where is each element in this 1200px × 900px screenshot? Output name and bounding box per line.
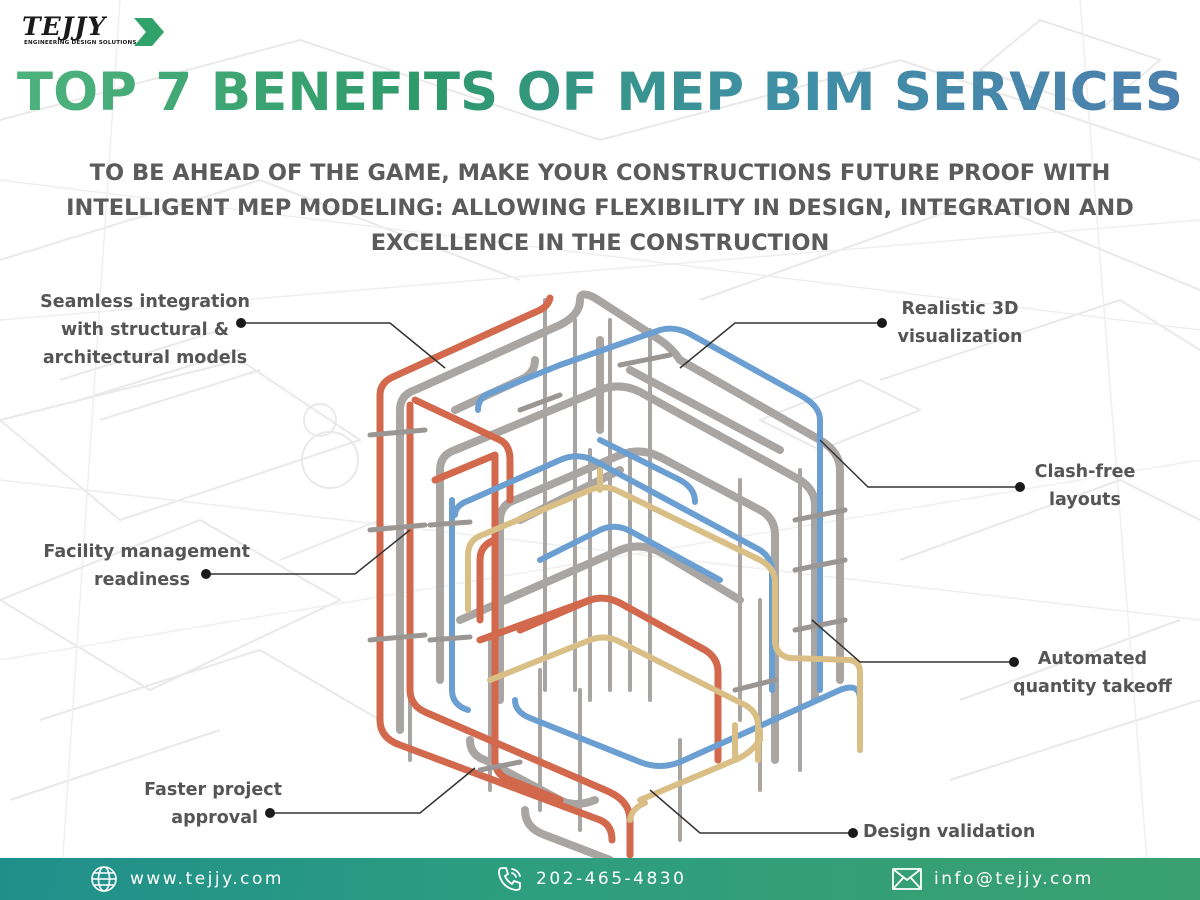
phone-link[interactable]: 202-465-4830 xyxy=(496,858,686,900)
benefit-automated-takeoff: Automated quantity takeoff xyxy=(1005,645,1180,701)
benefit-facility-management: Facility management readiness xyxy=(0,538,250,594)
benefit-text: readiness xyxy=(94,570,190,590)
benefit-text: layouts xyxy=(1049,490,1121,510)
benefit-text: Realistic 3D xyxy=(901,299,1019,319)
logo-arrow-icon xyxy=(134,18,164,46)
website-text: www.tejjy.com xyxy=(130,869,284,889)
brand-tagline: ENGINEERING DESIGN SOLUTIONS xyxy=(24,40,137,46)
email-text: info@tejjy.com xyxy=(934,869,1094,889)
benefit-text: visualization xyxy=(897,327,1023,347)
benefit-text: with structural & xyxy=(61,320,229,340)
contact-footer: www.tejjy.com 202-465-4830 info@tejjy. xyxy=(0,858,1200,900)
benefit-seamless-integration: Seamless integration with structural & a… xyxy=(20,288,270,372)
email-link[interactable]: info@tejjy.com xyxy=(892,858,1094,900)
benefit-faster-approval: Faster project approval xyxy=(60,776,282,832)
phone-text: 202-465-4830 xyxy=(536,869,687,889)
benefit-text: Facility management xyxy=(43,542,250,562)
benefit-text: approval xyxy=(171,808,258,828)
mail-icon xyxy=(892,868,922,890)
benefit-realistic-3d: Realistic 3D visualization xyxy=(885,295,1035,351)
benefit-text: Seamless integration xyxy=(40,292,250,312)
tejjy-logo: TEJJY ENGINEERING DESIGN SOLUTIONS xyxy=(22,12,164,52)
benefit-text: Faster project xyxy=(144,780,282,800)
benefit-text: architectural models xyxy=(42,348,248,368)
benefit-text: Design validation xyxy=(863,822,1036,842)
brand-name: TEJJY xyxy=(22,12,107,41)
website-link[interactable]: www.tejjy.com xyxy=(90,858,284,900)
benefit-text: Clash-free xyxy=(1034,462,1136,482)
benefit-text: quantity takeoff xyxy=(1013,677,1172,697)
page-title: TOP 7 BENEFITS OF MEP BIM SERVICES xyxy=(0,62,1200,123)
page-subtitle: TO BE AHEAD OF THE GAME, MAKE YOUR CONST… xyxy=(66,160,1134,256)
phone-icon xyxy=(498,867,521,891)
benefit-text: Automated xyxy=(1037,649,1148,669)
benefit-clash-free: Clash-free layouts xyxy=(1020,458,1150,514)
benefit-design-validation: Design validation xyxy=(863,818,1063,846)
globe-icon xyxy=(91,866,117,892)
